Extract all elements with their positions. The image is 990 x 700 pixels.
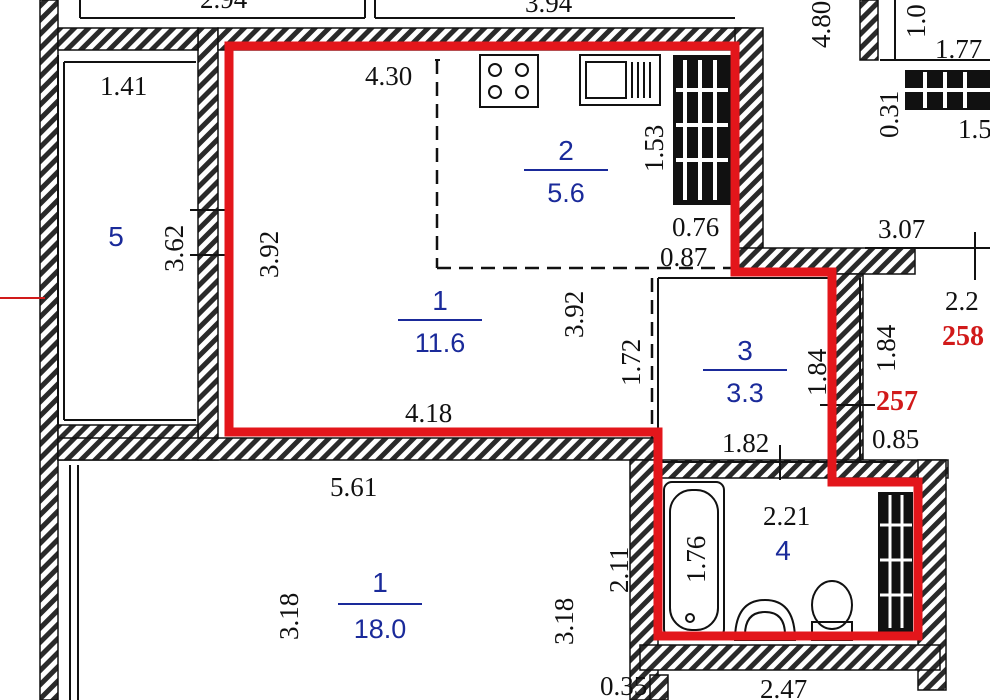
apartment-outline — [224, 41, 923, 641]
room-number: 4 — [775, 535, 791, 566]
dimension-label: 3.92 — [559, 291, 589, 338]
wall-column-left — [197, 27, 219, 461]
dimension-lines — [0, 59, 976, 480]
room-number: 3 — [737, 335, 753, 366]
wall-top-right — [859, 0, 879, 61]
dimension-label: 1.84 — [871, 324, 901, 372]
kitchen-zone-dashed — [435, 60, 735, 438]
walls — [39, 0, 949, 700]
dimension-label: 1.41 — [100, 71, 147, 101]
apartment-number: 258 — [942, 321, 984, 352]
dimension-label: 4.18 — [405, 398, 452, 428]
dimension-label: 1.82 — [722, 428, 769, 458]
dimension-label: 2.47 — [760, 674, 807, 700]
wall-right-kitchen — [734, 27, 764, 269]
toilet-icon — [811, 580, 853, 641]
dimension-label: 1.77 — [935, 34, 982, 64]
apartment-labels: 257 258 — [876, 321, 984, 417]
wall-bath-bottom — [639, 644, 941, 671]
dimension-label: 1.84 — [802, 348, 832, 396]
outer-wall-left — [39, 0, 59, 700]
dimension-label: 3.92 — [254, 231, 284, 278]
room-area: 5.6 — [547, 178, 585, 208]
dimension-label: 4.30 — [365, 61, 412, 91]
room-labels: 1 11.6 2 5.6 3 3.3 4 5 1 18.0 — [108, 135, 791, 644]
hall-lines — [657, 277, 875, 462]
apartment-number: 257 — [876, 386, 918, 417]
dimension-label: 0.35 — [600, 671, 647, 700]
dimension-label: 2.11 — [604, 547, 634, 593]
dimension-label: 0.31 — [874, 91, 904, 138]
wall-mid-horizontal — [57, 437, 659, 461]
dimension-label: 5.61 — [330, 472, 377, 502]
room-area: 3.3 — [726, 378, 764, 408]
balcony-lines — [57, 55, 196, 700]
dimension-label: 0.87 — [660, 242, 707, 272]
room-area: 11.6 — [415, 328, 466, 358]
dimension-label: 0.85 — [872, 424, 919, 454]
dimension-label: 2.2 — [945, 286, 979, 316]
dimension-label: 2.21 — [763, 501, 810, 531]
room-number: 5 — [108, 221, 124, 252]
stove-icon — [479, 54, 539, 108]
upper-room-lines — [79, 0, 990, 249]
dimension-label: 3.62 — [159, 225, 189, 272]
dimension-label: 1.0 — [901, 4, 931, 38]
room-area: 18.0 — [354, 614, 407, 644]
room-number: 1 — [432, 285, 448, 316]
dimension-labels: 2.94 3.94 4.80 1.0 1.77 0.31 1.5 1.41 3.… — [100, 0, 990, 700]
dimension-label: 0.76 — [672, 212, 719, 242]
dimension-label: 1.72 — [616, 339, 646, 386]
dimension-label: 3.18 — [274, 593, 304, 640]
kitchen-sink-icon — [579, 54, 661, 106]
bathroom-vent-icon — [878, 492, 913, 632]
dimension-label: 3.07 — [878, 214, 925, 244]
top-right-vent-icon — [905, 70, 990, 110]
dimension-label: 4.80 — [806, 1, 836, 48]
dimension-label: 3.18 — [549, 598, 579, 645]
dimension-label: 1.5 — [958, 114, 990, 144]
wall-right-hall — [834, 273, 864, 465]
wall-top-room5 — [57, 27, 199, 51]
wall-bottom-stub — [649, 674, 669, 700]
dimension-label: 3.94 — [525, 0, 573, 18]
dimension-label: 1.53 — [639, 125, 669, 172]
room-number: 1 — [372, 567, 388, 598]
dimension-label: 1.76 — [681, 536, 711, 583]
dimension-label: 2.94 — [200, 0, 248, 14]
room-number: 2 — [558, 135, 574, 166]
kitchen-vent-icon — [673, 55, 731, 205]
washbasin-icon — [733, 598, 797, 641]
